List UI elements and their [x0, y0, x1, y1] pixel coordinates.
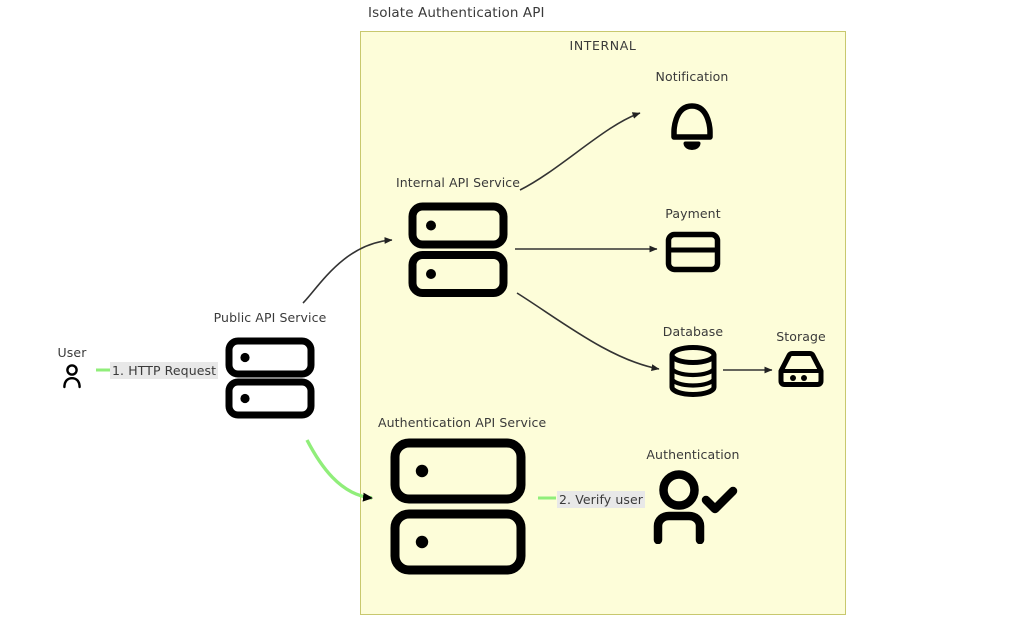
node-label-internal-api-service: Internal API Service — [395, 175, 521, 190]
database-icon — [669, 345, 717, 397]
edge-internal-api-to-notification — [519, 112, 641, 191]
node-public-api-service[interactable] — [225, 337, 315, 419]
edge-public-api-to-authentication-api — [305, 439, 373, 502]
internal-boundary-label: INTERNAL — [569, 38, 637, 53]
server-icon — [225, 337, 315, 419]
credit-card-icon — [665, 231, 721, 273]
page-title: Isolate Authentication API — [368, 5, 545, 21]
node-label-storage: Storage — [776, 329, 826, 344]
bell-icon — [671, 103, 713, 150]
edge-label-http-request: 1. HTTP Request — [110, 362, 219, 379]
edge-internal-api-to-database — [516, 292, 660, 371]
user-check-icon — [653, 470, 738, 544]
node-payment[interactable] — [665, 231, 721, 273]
node-label-user: User — [57, 345, 87, 360]
node-storage[interactable] — [777, 349, 825, 393]
node-authentication[interactable] — [648, 468, 738, 544]
node-label-public-api-service: Public API Service — [213, 310, 327, 325]
node-label-authentication: Authentication — [646, 447, 740, 462]
node-label-authentication-api-service: Authentication API Service — [378, 415, 547, 430]
node-internal-api-service[interactable] — [408, 202, 508, 298]
edge-public-api-to-internal-api — [302, 237, 393, 304]
server-icon — [408, 202, 508, 297]
user-icon — [63, 364, 81, 389]
node-label-database: Database — [662, 324, 724, 339]
edge-label-verify-user: 2. Verify user — [557, 491, 645, 508]
storage-icon — [778, 351, 824, 387]
node-label-payment: Payment — [665, 206, 721, 221]
node-notification[interactable] — [663, 90, 721, 154]
server-icon — [390, 438, 526, 575]
node-database[interactable] — [666, 345, 720, 397]
node-authentication-api-service[interactable] — [390, 438, 526, 576]
node-user[interactable] — [58, 363, 86, 389]
node-label-notification: Notification — [655, 69, 729, 84]
